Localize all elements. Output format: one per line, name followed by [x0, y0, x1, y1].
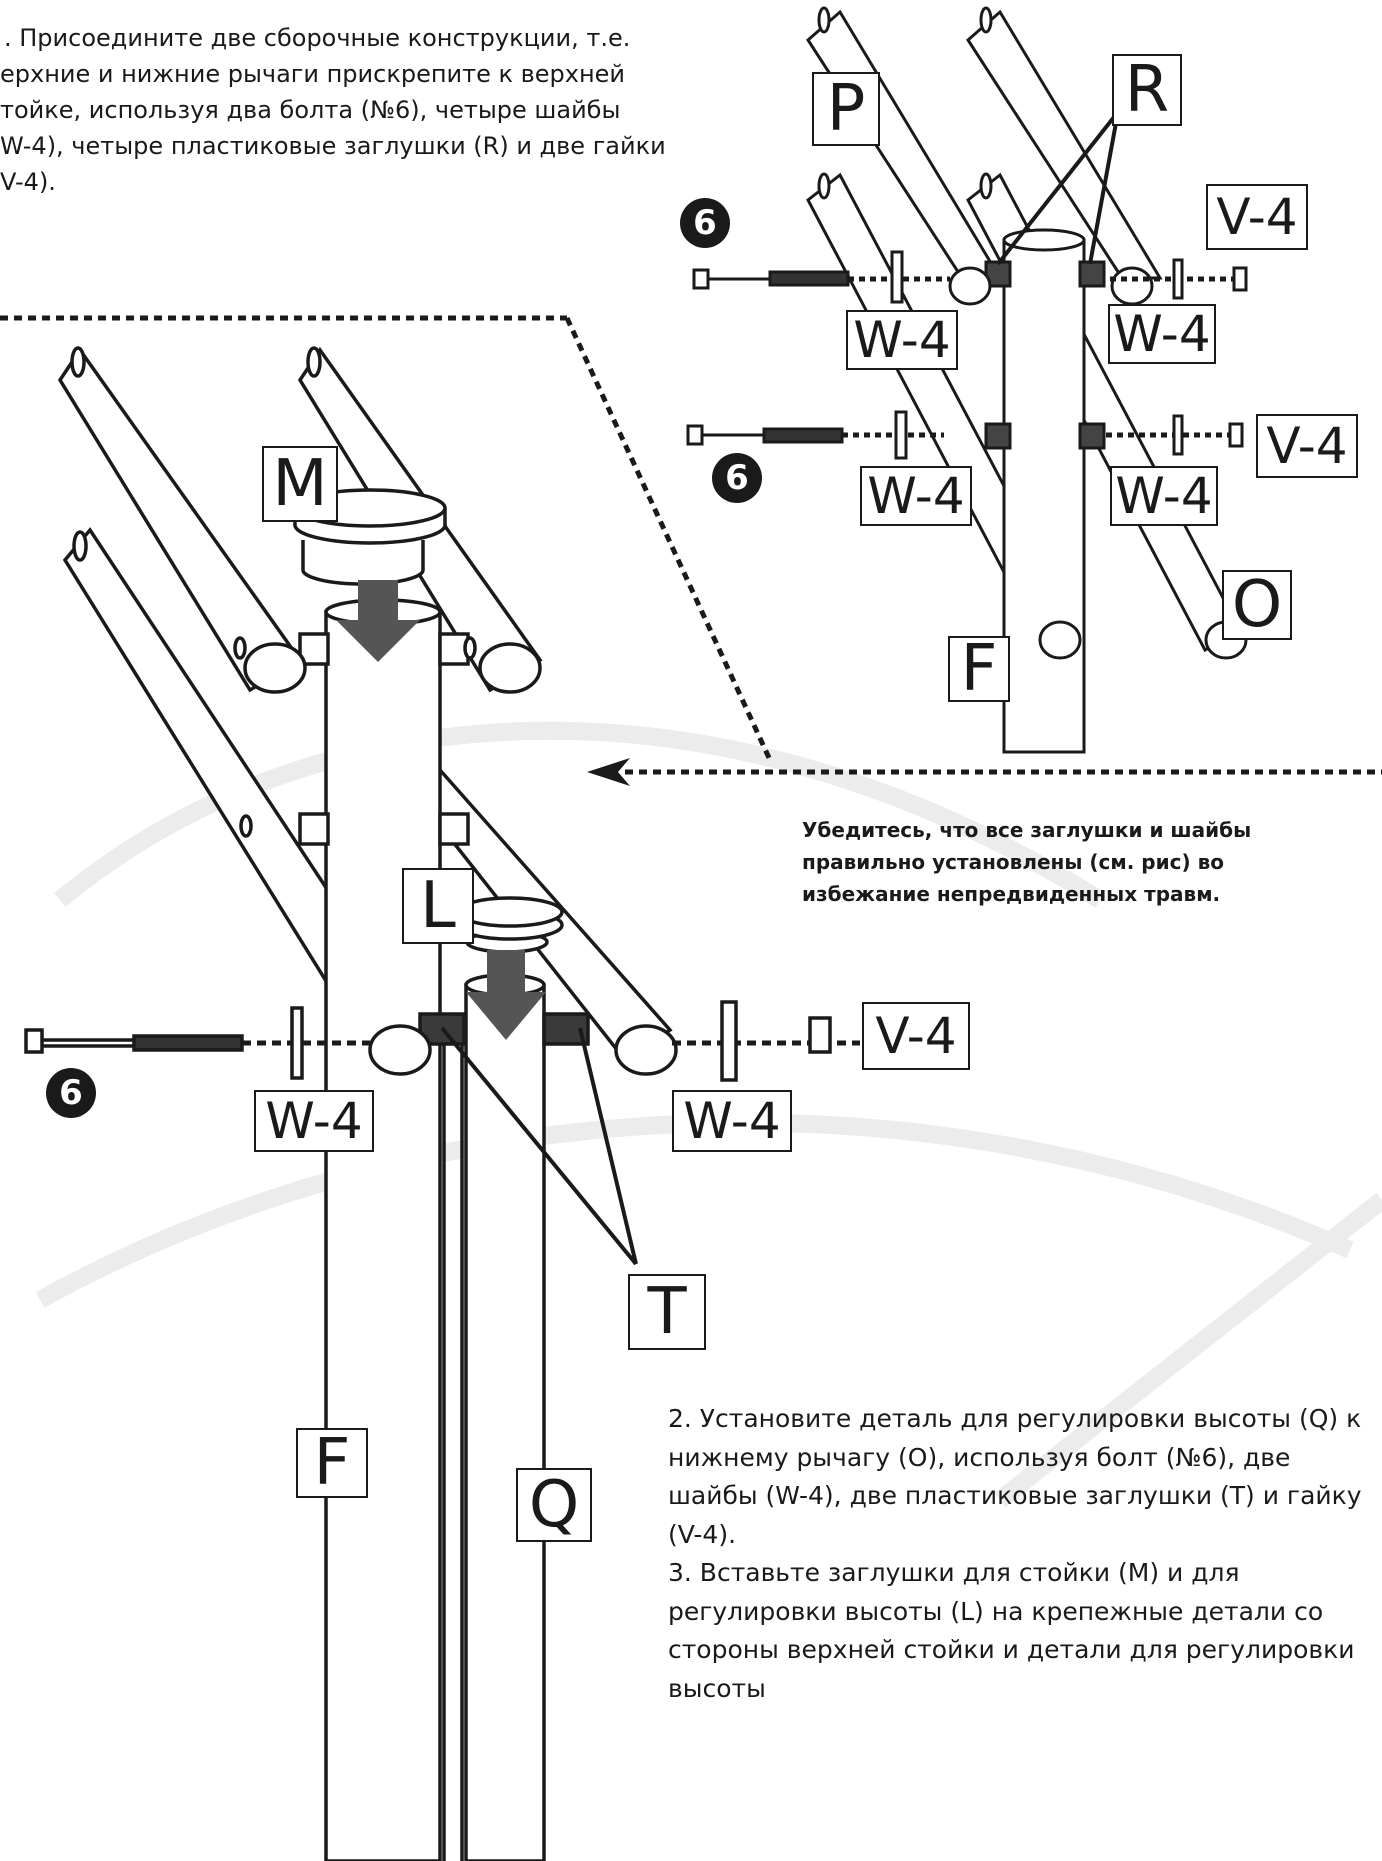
arrow-cap-l [466, 950, 546, 1040]
callout-arrowhead [587, 758, 630, 786]
step-2-line: (V-4). [668, 1519, 737, 1549]
label-part-q: Q [516, 1468, 592, 1542]
detail-diagram [806, 6, 1248, 754]
safety-warning: Убедитесь, что все заглушки и шайбы прав… [802, 814, 1322, 910]
step-2-3-instructions: 2. Установите деталь для регулировки выс… [668, 1400, 1378, 1708]
main-hardware [24, 1000, 860, 1266]
step-2-line: шайбы (W-4), две пластиковые заглушки (T… [668, 1481, 1362, 1510]
step-3-line: регулировки высоты (L) на крепежные дета… [668, 1596, 1324, 1626]
label-washer-w4: W-4 [1110, 466, 1218, 526]
label-part-r: R [1112, 53, 1182, 127]
bolt-number-badge: 6 [46, 1068, 96, 1118]
step-1-line: тойке, используя два болта (№6), четыре … [0, 96, 621, 124]
step-1-line: V-4). [0, 168, 56, 196]
warning-line: Убедитесь, что все заглушки и шайбы [802, 818, 1252, 842]
label-part-l: L [402, 868, 474, 944]
main-diagram [57, 346, 678, 1861]
warning-line: правильно установлены (см. рис) во [802, 850, 1224, 874]
step-3-line: стороны верхней стойки и детали для регу… [668, 1635, 1355, 1664]
step-3-line: высоты [668, 1673, 766, 1703]
label-washer-w4: W-4 [254, 1090, 374, 1152]
label-part-f: F [296, 1426, 368, 1500]
arrow-cap-m [336, 580, 420, 662]
step-2-line: нижнему рычагу (О), используя болт (№6),… [668, 1442, 1291, 1472]
step-3-line: 3. Вставьте заглушки для стойки (М) и дл… [668, 1558, 1240, 1587]
detail-hardware [686, 110, 1248, 460]
label-washer-w4: W-4 [846, 310, 958, 370]
label-part-m: M [262, 446, 338, 522]
step-1-instructions: . Присоедините две сборочные конструкции… [0, 20, 700, 200]
step-2-line: 2. Установите деталь для регулировки выс… [668, 1404, 1362, 1433]
step-1-line: ерхние и нижние рычаги прискрепите к вер… [0, 60, 626, 88]
step-1-line: W-4), четыре пластиковые заглушки (R) и … [0, 132, 666, 160]
label-part-t: T [628, 1274, 706, 1350]
label-part-o: O [1222, 568, 1292, 642]
label-nut-v4: V-4 [1206, 184, 1308, 250]
watermark-logo [35, 721, 1382, 1508]
label-washer-w4: W-4 [1108, 304, 1216, 364]
warning-line: избежание непредвиденных травм. [802, 882, 1221, 906]
step-1-line: . Присоедините две сборочные конструкции… [4, 24, 631, 52]
label-washer-w4: W-4 [860, 466, 972, 526]
label-part-p: P [812, 72, 880, 146]
label-washer-w4: W-4 [672, 1090, 792, 1152]
label-nut-v4: V-4 [1256, 414, 1358, 478]
callout-dotted-lines [0, 315, 1382, 775]
bolt-number-badge: 6 [712, 453, 762, 503]
label-part-f: F [948, 632, 1010, 706]
bolt-number-badge: 6 [680, 198, 730, 248]
label-nut-v4: V-4 [862, 1002, 970, 1070]
